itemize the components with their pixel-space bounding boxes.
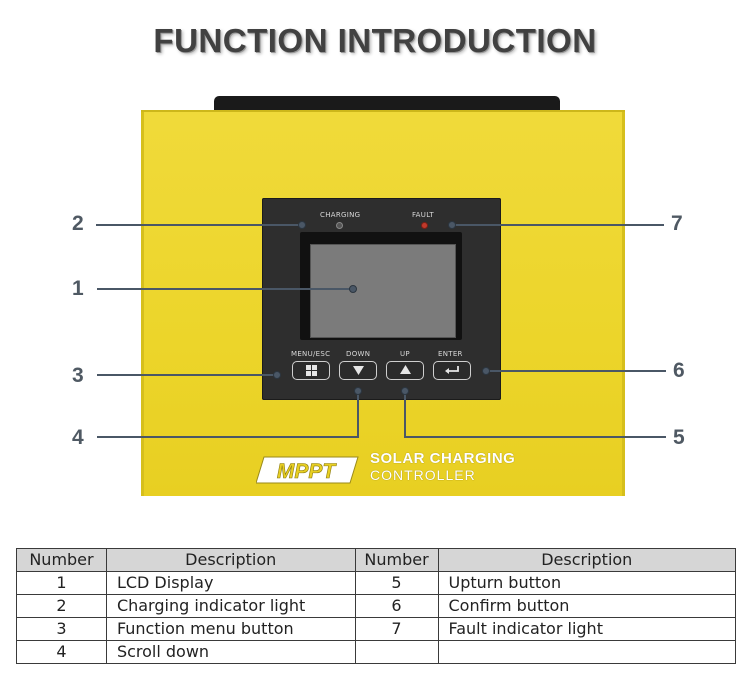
up-button[interactable] [386,361,424,380]
body-edge-right [622,112,625,496]
triangle-down-icon [352,366,364,375]
page-title: FUNCTION INTRODUCTION [153,22,597,59]
table-cell-description [437,640,736,664]
callout-dot-3 [273,371,281,379]
callout-dot-5 [401,387,409,395]
callout-line-3 [97,374,277,376]
table-cell-number: 4 [16,640,107,664]
table-row: 1 LCD Display 5 Upturn button [16,571,736,595]
fault-label: FAULT [412,211,435,219]
return-arrow-icon [445,366,459,374]
brand-line-1: SOLAR CHARGING [370,450,516,467]
callout-vline-5 [404,390,406,438]
enter-button[interactable] [433,361,471,380]
logo-text: MPPT [277,460,338,483]
table-cell-number: 3 [16,617,107,641]
callout-number-1: 1 [72,277,84,300]
function-table: Number Description Number Description 1 … [16,548,736,664]
table-header-row: Number Description Number Description [16,548,736,572]
triangle-up-icon [399,365,411,374]
callout-number-2: 2 [72,212,84,235]
callout-vline-4 [357,390,359,438]
menu-esc-label: MENU/ESC [291,350,331,358]
callout-dot-4 [354,387,362,395]
callout-number-7: 7 [671,212,683,235]
table-header: Number [16,548,107,572]
callout-number-5: 5 [673,426,685,449]
table-cell-description: Function menu button [105,617,356,641]
body-edge-left [141,112,144,496]
callout-line-4 [97,436,359,438]
table-cell-number: 6 [354,594,439,618]
mppt-logo: MPPT [256,456,359,484]
table-header: Description [437,548,736,572]
table-cell-number: 1 [16,571,107,595]
up-label: UP [400,350,410,358]
lcd-display [310,244,456,338]
table-cell-number: 7 [354,617,439,641]
table-header: Description [105,548,356,572]
callout-dot-2 [298,221,306,229]
callout-number-6: 6 [673,359,685,382]
brand-line-2: CONTROLLER [370,467,476,483]
down-label: DOWN [346,350,371,358]
table-cell-number: 5 [354,571,439,595]
table-row: 3 Function menu button 7 Fault indicator… [16,617,736,641]
menu-esc-button[interactable] [292,361,330,380]
callout-dot-6 [482,367,490,375]
table-cell-number: 2 [16,594,107,618]
table-cell-description: Confirm button [437,594,736,618]
table-cell-description: Scroll down [105,640,356,664]
enter-label: ENTER [438,350,463,358]
callout-dot-1 [349,285,357,293]
callout-line-1 [97,288,353,290]
table-row: 4 Scroll down [16,640,736,664]
callout-line-5 [404,436,666,438]
table-row: 2 Charging indicator light 6 Confirm but… [16,594,736,618]
table-cell-description: Fault indicator light [437,617,736,641]
down-button[interactable] [339,361,377,380]
charging-label: CHARGING [320,211,361,219]
callout-dot-7 [448,221,456,229]
table-cell-description: Upturn button [437,571,736,595]
table-cell-description: LCD Display [105,571,356,595]
table-cell-description: Charging indicator light [105,594,356,618]
table-header: Number [354,548,439,572]
callout-line-6 [486,370,666,372]
callout-number-3: 3 [72,364,84,387]
callout-line-2 [96,224,302,226]
grid-icon [305,365,317,376]
fault-indicator-light [421,222,428,229]
charging-indicator-light [336,222,343,229]
callout-line-7 [452,224,664,226]
table-cell-number [354,640,439,664]
callout-number-4: 4 [72,426,84,449]
